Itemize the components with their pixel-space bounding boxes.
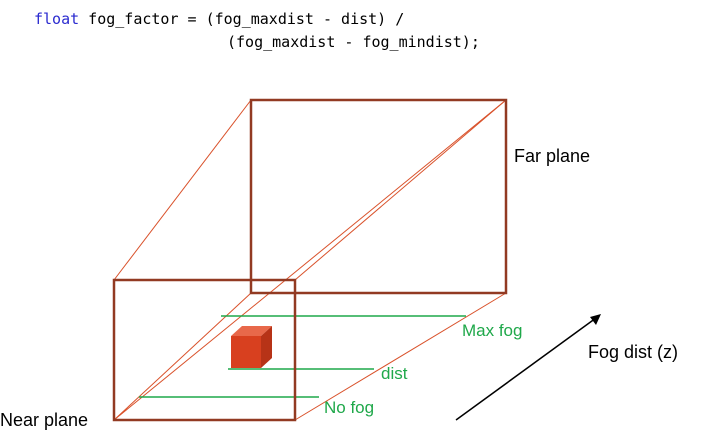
fog-dist-axis-line [455,317,597,421]
fog-dist-arrowhead-icon [590,314,601,325]
near-plane-rect [112,278,297,422]
far-plane-rect [249,98,508,295]
code-line-1: float fog_factor = (fog_maxdist - dist) … [34,8,404,31]
code-keyword: float [34,10,80,28]
cube-side-face [261,326,272,368]
cube-front-face [231,336,261,368]
near-plane-label: Near plane [0,410,88,430]
frustum-edge-top-right [294,99,507,281]
frustum-edge-top-left [113,99,252,281]
far-plane-label: Far plane [514,146,590,166]
code-line-1-text: fog_factor = (fog_maxdist - dist) / [79,10,405,28]
frustum-edge-bottom-right [294,292,507,421]
code-line-2: (fog_maxdist - fog_mindist); [227,33,480,51]
frustum-edge-diagonal [113,99,507,421]
fog-dist-axis-label: Fog dist (z) [588,342,678,362]
no-fog-label: No fog [324,398,374,417]
cube-top-face [231,326,272,336]
max-fog-label: Max fog [462,321,522,340]
dist-label: dist [381,364,408,383]
frustum-edge-bottom-left [113,292,252,421]
